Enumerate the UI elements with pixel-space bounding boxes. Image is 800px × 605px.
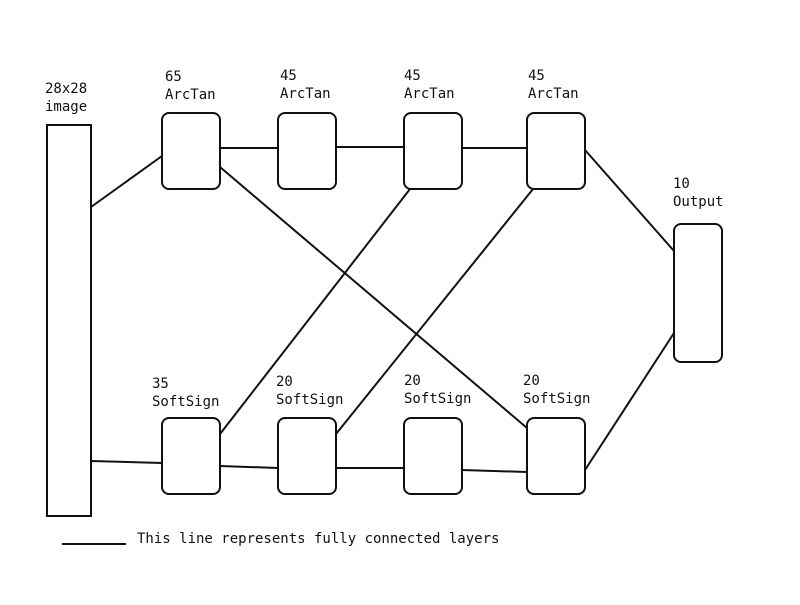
input-image-box bbox=[46, 124, 92, 517]
edge-bottom3-bottom4 bbox=[461, 469, 528, 473]
top-layer-4-units: 45 bbox=[528, 68, 545, 84]
top-node-3 bbox=[403, 112, 463, 190]
top-node-2 bbox=[277, 112, 337, 190]
top-layer-4-label: 45 ArcTan bbox=[528, 67, 579, 103]
bottom-node-2 bbox=[277, 417, 337, 495]
bottom-node-4 bbox=[526, 417, 586, 495]
bottom-layer-1-activation: SoftSign bbox=[152, 394, 220, 410]
top-layer-1-label: 65 ArcTan bbox=[165, 68, 216, 104]
top-layer-2-activation: ArcTan bbox=[280, 86, 331, 102]
top-node-4 bbox=[526, 112, 586, 190]
output-node bbox=[673, 223, 723, 363]
top-layer-1-units: 65 bbox=[165, 69, 182, 85]
bottom-layer-2-units: 20 bbox=[276, 374, 293, 390]
top-layer-3-units: 45 bbox=[404, 68, 421, 84]
bottom-layer-3-activation: SoftSign bbox=[404, 391, 472, 407]
bottom-layer-4-units: 20 bbox=[523, 373, 540, 389]
bottom-layer-3-label: 20 SoftSign bbox=[404, 372, 471, 408]
input-size-label: 28x28 bbox=[45, 81, 88, 97]
bottom-layer-4-activation: SoftSign bbox=[523, 391, 591, 407]
edge-input-bottom1 bbox=[90, 460, 163, 464]
bottom-layer-4-label: 20 SoftSign bbox=[523, 372, 590, 408]
bottom-layer-2-activation: SoftSign bbox=[276, 392, 344, 408]
output-label: 10 Output bbox=[673, 175, 724, 211]
edge-input-top1 bbox=[90, 155, 163, 208]
edge-top1-bottom4 bbox=[219, 166, 528, 429]
bottom-layer-1-label: 35 SoftSign bbox=[152, 375, 219, 411]
top-layer-3-label: 45 ArcTan bbox=[404, 67, 455, 103]
input-label: 28x28 image bbox=[45, 80, 87, 116]
top-layer-1-activation: ArcTan bbox=[165, 87, 216, 103]
bottom-layer-3-units: 20 bbox=[404, 373, 421, 389]
edge-bottom1-bottom2 bbox=[219, 465, 279, 469]
top-layer-2-units: 45 bbox=[280, 68, 297, 84]
top-node-1 bbox=[161, 112, 221, 190]
output-units: 10 bbox=[673, 176, 690, 192]
top-layer-4-activation: ArcTan bbox=[528, 86, 579, 102]
legend-text: This line represents fully connected lay… bbox=[137, 531, 500, 547]
top-layer-2-label: 45 ArcTan bbox=[280, 67, 331, 103]
bottom-node-1 bbox=[161, 417, 221, 495]
bottom-layer-2-label: 20 SoftSign bbox=[276, 373, 343, 409]
input-name-label: image bbox=[45, 99, 88, 115]
bottom-node-3 bbox=[403, 417, 463, 495]
top-layer-3-activation: ArcTan bbox=[404, 86, 455, 102]
edge-bottom4-output bbox=[584, 332, 675, 471]
edge-bottom2-top4 bbox=[335, 188, 534, 435]
bottom-layer-1-units: 35 bbox=[152, 376, 169, 392]
edge-bottom1-top3 bbox=[219, 188, 411, 435]
edge-top4-output bbox=[584, 149, 675, 252]
output-name: Output bbox=[673, 194, 724, 210]
